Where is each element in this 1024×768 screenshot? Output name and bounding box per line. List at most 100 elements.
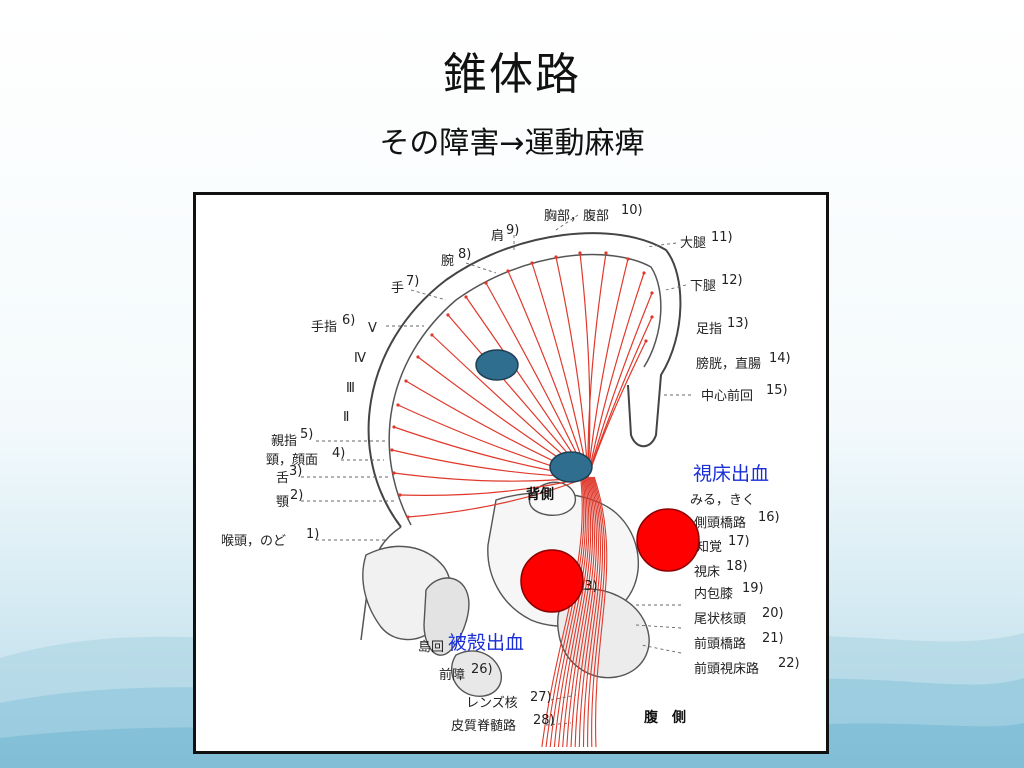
ref-finger: 6)	[342, 313, 355, 328]
tract-origin-dot	[396, 403, 400, 407]
lesion-marker-cortex	[475, 349, 519, 381]
label-corticospinal: 皮質脊髄路	[451, 718, 516, 734]
ref-toe: 13)	[727, 316, 749, 331]
roman-v: V	[368, 321, 377, 336]
tract-descending-fibre	[578, 476, 599, 748]
tract-origin-dot	[464, 295, 468, 299]
tract-fibre	[587, 258, 629, 478]
label-frontal-pons: 前頭橋路	[694, 636, 746, 652]
label-finger: 手指	[311, 320, 337, 335]
tract-origin-dot	[530, 261, 534, 265]
ref-claustrum: 26)	[471, 662, 493, 677]
ref-tongue: 3)	[289, 464, 302, 479]
tract-fibre	[407, 476, 589, 518]
tract-origin-dot	[406, 515, 410, 519]
tract-descending-fibre	[591, 476, 606, 748]
tract-fibre	[531, 262, 589, 478]
tract-origin-dot	[644, 339, 648, 343]
tract-origin-dot	[446, 313, 450, 317]
ref-shoulder: 9)	[506, 223, 519, 238]
tract-origin-dot	[398, 493, 402, 497]
ref-lentiform: 27)	[530, 690, 552, 705]
tract-descending-fibre	[553, 476, 588, 748]
label-lentiform: レンズ核	[466, 695, 518, 711]
tract-descending-fibre	[557, 476, 590, 748]
ref-frontal-thalamic: 22)	[778, 656, 800, 671]
lesion-marker-internal-capsule	[549, 451, 593, 483]
tract-fibre	[587, 272, 645, 478]
ref-thigh: 11)	[711, 230, 733, 245]
tract-origin-dot	[578, 251, 582, 255]
tract-fibre	[587, 292, 653, 478]
roman-iii: Ⅲ	[346, 381, 355, 396]
tract-descending-fibre	[570, 476, 596, 748]
ref-thalamus: 18)	[726, 559, 748, 574]
label-frontal-thalamic: 前頭視床路	[694, 661, 759, 677]
label-thalamus: 視床	[694, 565, 720, 580]
label-dorsal: 背側	[526, 486, 554, 503]
annotation-thalamic-hemorrhage: 視床出血	[693, 463, 769, 485]
ref-precentral: 15)	[766, 383, 788, 398]
ref-internal-genu: 19)	[742, 581, 764, 596]
label-tongue: 舌	[276, 471, 289, 486]
roman-iv: Ⅳ	[354, 351, 366, 366]
tract-descending-fibre	[574, 476, 597, 748]
label-claustrum: 前障	[439, 667, 465, 683]
label-jaw: 顎	[276, 495, 289, 510]
ref-corticospinal: 28)	[533, 713, 555, 728]
cortex-inner-outline	[388, 253, 662, 526]
tract-origin-dot	[626, 257, 630, 261]
label-arm: 腕	[441, 253, 454, 269]
tract-origin-dot	[484, 281, 488, 285]
tract-origin-dot	[416, 355, 420, 359]
tract-origin-dot	[650, 315, 654, 319]
tract-fibre	[579, 252, 591, 478]
label-hand: 手	[391, 281, 404, 296]
label-shoulder: 肩	[491, 228, 504, 244]
label-caudate: 尾状核頭	[694, 612, 746, 627]
tract-descending-fibre	[562, 476, 592, 748]
ref-larynx: 1)	[306, 527, 319, 542]
label-bladder: 膀胱，直腸	[696, 356, 761, 372]
tract-fibre	[587, 340, 647, 478]
tract-descending-fibre	[593, 476, 608, 748]
label-neck-face: 頸，顔面	[266, 453, 318, 468]
ref-bladder: 14)	[769, 351, 791, 366]
tract-origin-dot	[392, 471, 396, 475]
cortex-outline	[367, 232, 682, 528]
tract-origin-dot	[604, 251, 608, 255]
ref-lower-leg: 12)	[721, 273, 743, 288]
ref-perception: 17)	[728, 534, 750, 549]
tract-origin-dot	[390, 448, 394, 452]
ref-chest-abdomen: 10)	[621, 203, 643, 218]
tract-origin-dot	[404, 379, 408, 383]
tract-origin-dot	[650, 291, 654, 295]
tract-origin-dot	[642, 271, 646, 275]
leader-lines	[301, 214, 691, 726]
pyramidal-tract-figure: 胸部，腹部 10) 肩 9) 腕 8) 手 7) 手指 6) 大腿 11) 下腿…	[193, 192, 829, 754]
label-thigh: 大腿	[680, 236, 706, 251]
tract-origin-dot	[506, 269, 510, 273]
label-insula: 島回	[418, 640, 444, 655]
slide-subtitle: その障害→運動麻痺	[379, 126, 645, 161]
thalamic-hemorrhage-circle	[636, 508, 700, 572]
label-thumb: 親指	[271, 434, 297, 449]
label-internal-genu: 内包膝	[694, 586, 733, 602]
roman-ii: Ⅱ	[343, 410, 349, 425]
tract-origin-dot	[430, 333, 434, 337]
label-chest-abdomen: 胸部，腹部	[544, 208, 609, 224]
tract-descending-fibre	[587, 476, 604, 748]
tract-descending-fibre	[582, 476, 601, 748]
label-ventral: 腹 側	[644, 709, 686, 726]
label-lateral-pons: 側頭橋路	[694, 515, 746, 531]
ref-arm: 8)	[458, 247, 471, 262]
label-lower-leg: 下腿	[690, 279, 716, 294]
label-see-hear: みる，きく	[690, 493, 755, 508]
ref-neck-face: 4)	[332, 446, 345, 461]
tract-fibre	[555, 256, 589, 478]
tract-fibre	[507, 270, 589, 478]
tract-origin-dot	[554, 255, 558, 259]
tract-origin-dot	[392, 425, 396, 429]
label-larynx: 喉頭，のど	[221, 534, 286, 549]
label-perception: 知覚	[696, 539, 722, 555]
